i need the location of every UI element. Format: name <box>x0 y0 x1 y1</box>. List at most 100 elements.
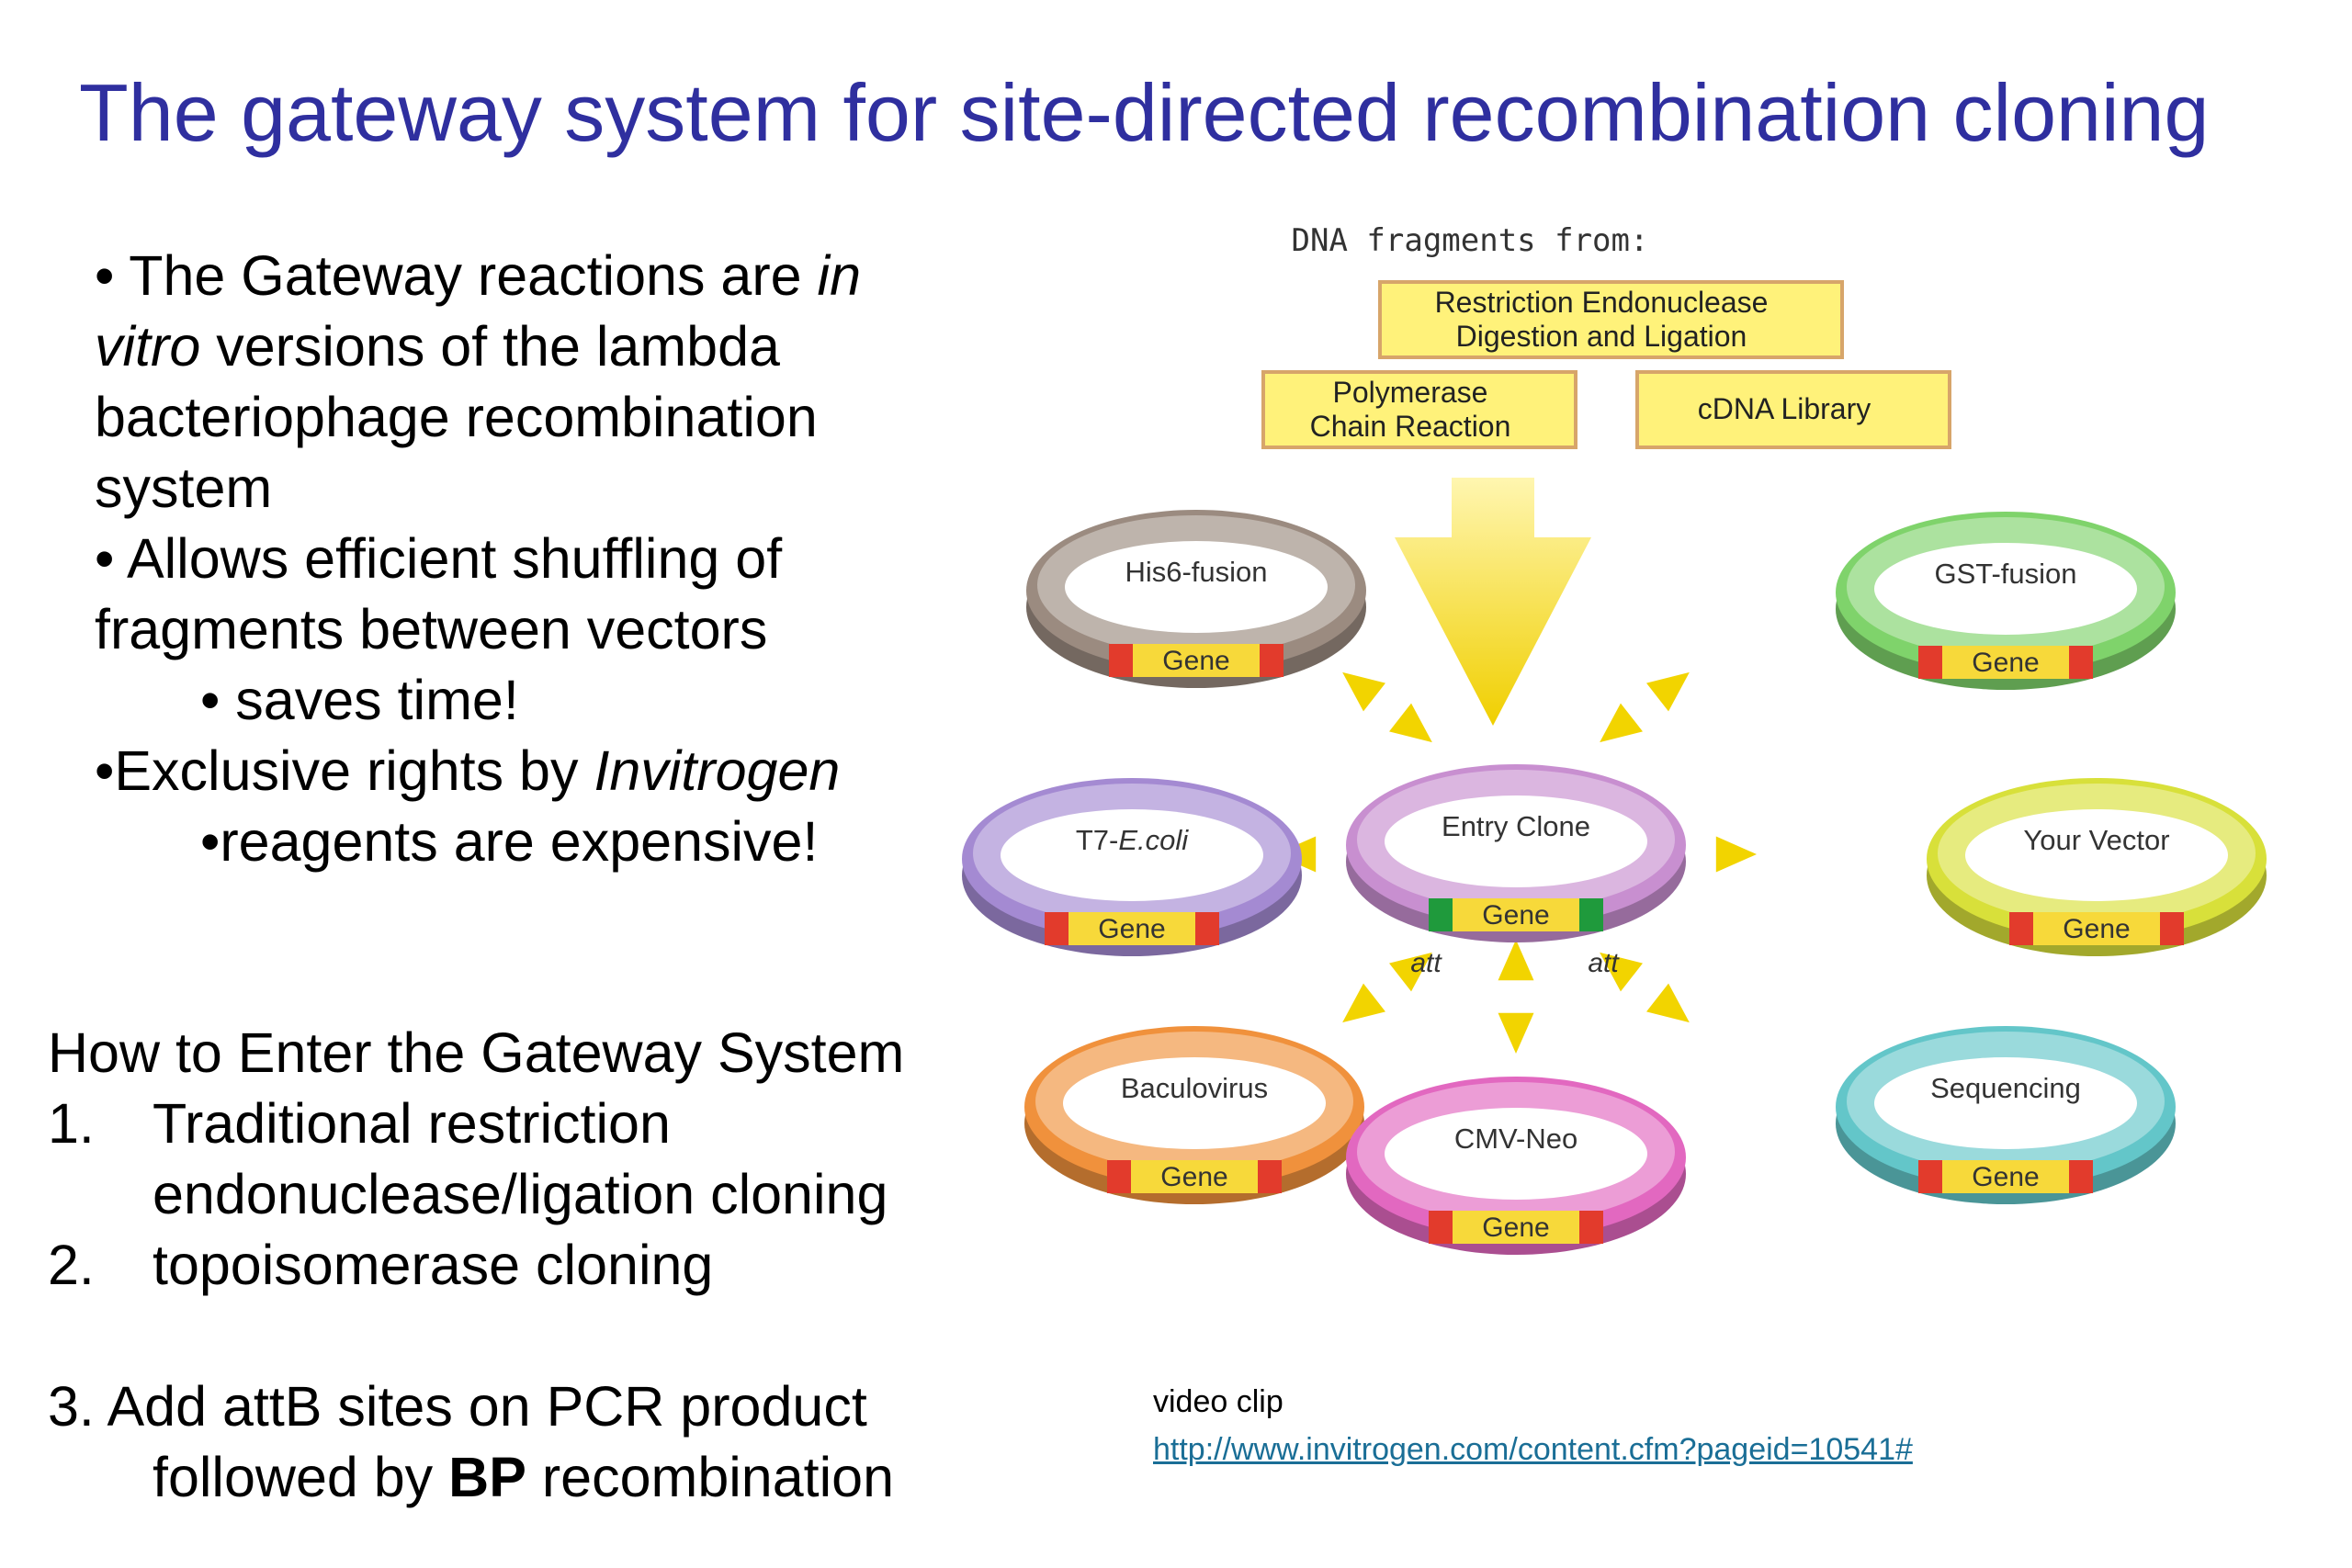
ring-t7-gene-band <box>1045 912 1219 945</box>
arrow-out-his6 <box>1342 671 1385 712</box>
ring-entry-band-right <box>1579 898 1603 931</box>
arrow-in-baculo <box>1389 952 1432 992</box>
ring-entry-hole <box>1385 795 1647 887</box>
video-link[interactable]: http://www.invitrogen.com/content.cfm?pa… <box>1153 1432 1913 1467</box>
source-box-pcr-line2: Chain Reaction <box>1310 410 1511 443</box>
ring-entry-gene-band <box>1429 898 1603 931</box>
arrow-out-gst <box>1646 671 1690 712</box>
howto-item-1-cont: endonuclease/ligation cloning <box>153 1163 888 1225</box>
ring-his6-hole <box>1065 541 1328 633</box>
video-label: video clip <box>1153 1384 1283 1419</box>
ring-yourvector-label: Your Vector <box>2023 824 2169 856</box>
sub-bullet: • saves time! <box>200 669 519 731</box>
ring-gst-gene-label: Gene <box>1972 648 2039 678</box>
att-label-left: att <box>1410 948 1442 978</box>
howto-heading: How to Enter the Gateway System <box>48 1021 905 1084</box>
ring-seq-band-left <box>1918 1160 1942 1193</box>
ring-cmv-hole <box>1385 1108 1647 1200</box>
slide-title: The gateway system for site-directed rec… <box>79 67 2210 158</box>
arrow-out-baculo <box>1342 983 1385 1023</box>
howto-section: How to Enter the Gateway System 1.Tradit… <box>48 1018 1003 1513</box>
ring-his6-band-right <box>1260 644 1283 677</box>
att-label-right: att <box>1588 948 1620 978</box>
source-box-pcr <box>1261 370 1577 449</box>
ring-seq-label: Sequencing <box>1930 1072 2081 1104</box>
arrow-out-seq <box>1646 983 1690 1023</box>
gateway-diagram: DNA fragments from: Restriction Endonucl… <box>962 222 2267 1255</box>
ring-yourvector-gene-band <box>2009 912 2184 945</box>
ring-his6-gene-label: Gene <box>1162 646 1229 676</box>
ring-baculo-gene-band <box>1107 1160 1282 1193</box>
howto-item-2: 2. topoisomerase cloning <box>48 1234 714 1296</box>
ring-t7-label: T7-E.coli <box>1076 824 1189 856</box>
source-box-restriction-line2: Digestion and Ligation <box>1456 320 1747 353</box>
ring-baculo-hole <box>1063 1057 1326 1149</box>
ring-gst-band-right <box>2069 646 2093 679</box>
bullet-line: • Allows efficient shuffling of <box>95 527 783 590</box>
ring-entry: Gene Entry Clone att att <box>1346 764 1686 978</box>
ring-t7-hole <box>1001 809 1263 901</box>
vector-rings: GeneHis6-fusionGeneGST-fusionGeneT7-E.co… <box>962 510 2267 1255</box>
sub-bullet: •reagents are expensive! <box>200 810 819 873</box>
ring-his6-label: His6-fusion <box>1125 556 1267 588</box>
ring-t7-gene-label: Gene <box>1098 914 1165 944</box>
ring-gst: Gene GST-fusion <box>1836 512 2176 690</box>
bullet-line: • The Gateway reactions are in <box>95 244 861 307</box>
arrow-in-cmv <box>1498 940 1534 981</box>
ring-entry-label: Entry Clone <box>1442 810 1590 842</box>
ring-t7-band-right <box>1195 912 1219 945</box>
ring-gst-hole <box>1874 543 2137 635</box>
ring-cmv-band-right <box>1579 1211 1603 1244</box>
ring-entry-gene-label: Gene <box>1482 900 1549 931</box>
ring-his6-gene-band <box>1109 644 1283 677</box>
arrow-out-yourvector <box>1715 836 1757 873</box>
arrow-in-his6 <box>1389 703 1432 743</box>
ring-t7: Gene T7-E.coli <box>962 778 1302 956</box>
video-clip: video clip http://www.invitrogen.com/con… <box>1153 1378 1913 1473</box>
ring-cmv-gene-band <box>1429 1211 1603 1244</box>
source-box-cdna-label: cDNA Library <box>1698 392 1871 425</box>
ring-gst-gene-band <box>1918 646 2093 679</box>
bullet-line: system <box>95 457 273 519</box>
source-box-cdna <box>1635 370 1951 449</box>
source-box-restriction-line1: Restriction Endonuclease <box>1435 286 1769 319</box>
ring-gst-label: GST-fusion <box>1934 558 2076 590</box>
ring-his6-band-left <box>1109 644 1133 677</box>
sources-heading: DNA fragments from: <box>1292 222 1649 259</box>
ring-gst-band-left <box>1918 646 1942 679</box>
bullet-line: bacteriophage recombination <box>95 386 818 448</box>
bullet-list: • The Gateway reactions are in vitro ver… <box>95 241 977 877</box>
ring-baculo-band-left <box>1107 1160 1131 1193</box>
ring-seq-gene-label: Gene <box>1972 1162 2039 1192</box>
arrow-out-cmv <box>1498 1012 1534 1054</box>
ring-yourvector-band-left <box>2009 912 2033 945</box>
arrow-in-gst <box>1600 703 1643 743</box>
howto-item-3: 3. Add attB sites on PCR product <box>48 1375 867 1438</box>
ring-cmv-label: CMV-Neo <box>1454 1122 1577 1155</box>
source-box-restriction <box>1378 280 1844 359</box>
ring-seq-hole <box>1874 1057 2137 1149</box>
bullet-line: •Exclusive rights by Invitrogen <box>95 739 841 802</box>
ring-t7-band-left <box>1045 912 1069 945</box>
ring-baculo-label: Baculovirus <box>1121 1072 1268 1104</box>
ring-seq-gene-band <box>1918 1160 2093 1193</box>
bullet-line: vitro versions of the lambda <box>95 315 780 378</box>
arrow-in-seq <box>1600 952 1643 992</box>
bullet-line: fragments between vectors <box>95 598 768 660</box>
ring-seq: Gene Sequencing <box>1836 1026 2176 1204</box>
big-down-arrow <box>1395 478 1591 726</box>
ring-cmv-gene-label: Gene <box>1482 1213 1549 1243</box>
ring-yourvector-gene-label: Gene <box>2063 914 2130 944</box>
ring-baculo-gene-label: Gene <box>1160 1162 1227 1192</box>
ring-baculo: Gene Baculovirus <box>1024 1026 1364 1204</box>
ring-yourvector: Gene Your Vector <box>1927 778 2267 956</box>
ring-baculo-band-right <box>1258 1160 1282 1193</box>
ring-cmv-band-left <box>1429 1211 1453 1244</box>
ring-yourvector-band-right <box>2160 912 2184 945</box>
ring-entry-band-left <box>1429 898 1453 931</box>
howto-item-3-cont: followed by BP recombination <box>153 1446 894 1508</box>
ring-cmv: Gene CMV-Neo <box>1346 1077 1686 1255</box>
ring-yourvector-hole <box>1965 809 2228 901</box>
source-box-pcr-line1: Polymerase <box>1333 376 1488 409</box>
ring-his6: Gene His6-fusion <box>1026 510 1366 688</box>
